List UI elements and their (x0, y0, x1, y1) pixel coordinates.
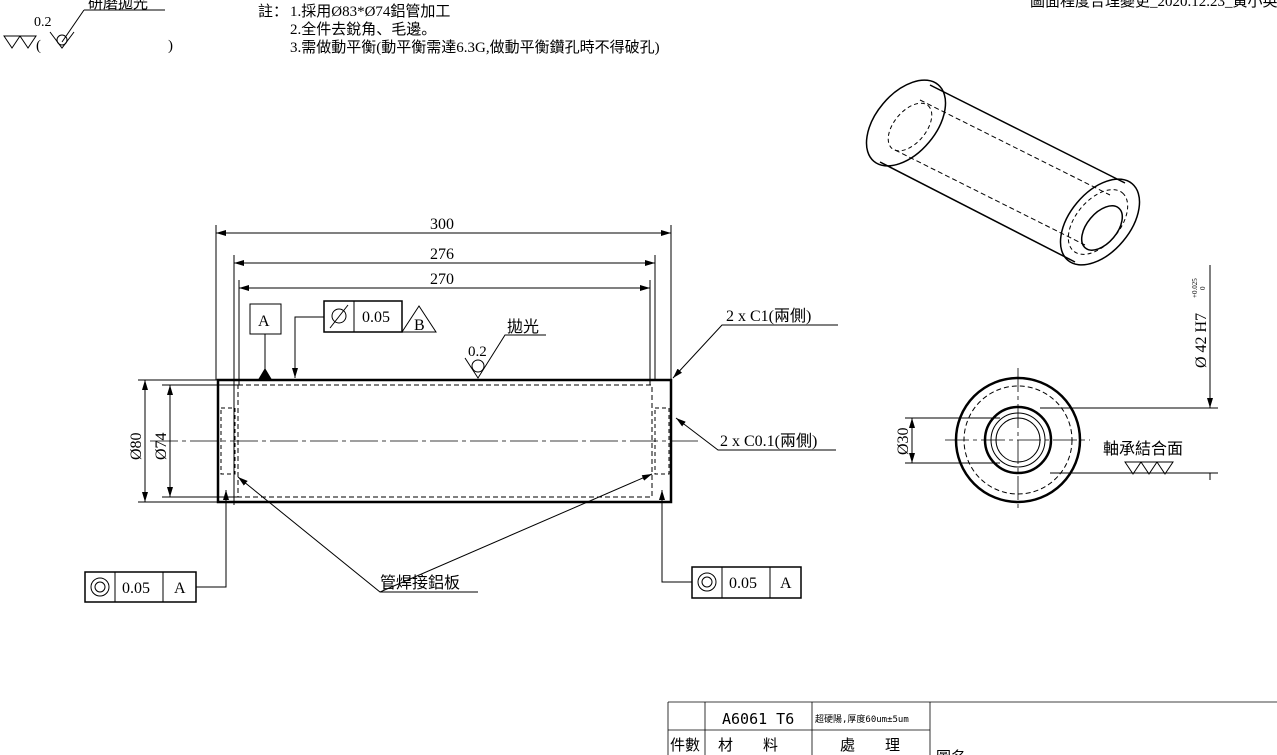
surface-value: 0.2 (34, 15, 52, 30)
svg-text:材 料: 材 料 (718, 736, 778, 754)
surface-finish-legend: 研磨拋光 0.2 ( ) (3, 0, 173, 54)
note-2: 2.全件去銳角、毛邊。 (290, 20, 436, 38)
dim-bore-30: Ø30 (895, 427, 912, 455)
chamfer-inner-label: 2 x C0.1(兩側) (720, 432, 817, 450)
treatment-value: 超硬陽,厚度60um±5um (815, 713, 909, 725)
svg-text:0: 0 (1199, 286, 1207, 290)
runout-frame (292, 300, 437, 378)
svg-text:圖名: 圖名 (936, 748, 966, 755)
note-1: 1.採用Ø83*Ø74鋁管加工 (290, 3, 450, 20)
svg-text:+0.025: +0.025 (1191, 278, 1199, 298)
svg-text:處 理: 處 理 (840, 736, 900, 754)
chamfer-leaders (672, 324, 838, 451)
dim-300: 300 (430, 216, 454, 233)
front-dimensions: 300 276 270 Ø80 Ø74 (128, 216, 454, 460)
concentricity-frame-left (84, 490, 229, 603)
revision-note: 圖面程度合理變更_2020.12.23_黃小英 (1030, 0, 1277, 10)
runout-datum: B (414, 317, 425, 334)
runout-value: 0.05 (362, 309, 390, 326)
svg-text:(: ( (36, 38, 41, 54)
surface-label: 研磨拋光 (88, 0, 148, 12)
polish-value: 0.2 (468, 344, 487, 360)
svg-text:A: A (174, 580, 186, 597)
svg-text:Ø 42 H7: Ø 42 H7 (1193, 313, 1210, 368)
dim-dia-74: Ø74 (153, 432, 170, 460)
svg-text:A: A (780, 575, 792, 592)
chamfer-outer-label: 2 x C1(兩側) (726, 307, 811, 325)
note-3: 3.需做動平衡(動平衡需達6.3G,做動平衡鑽孔時不得破孔) (290, 39, 660, 56)
front-view (138, 225, 700, 505)
weld-note: 管焊接鋁板 (380, 574, 460, 592)
svg-text:件數: 件數 (670, 736, 700, 754)
svg-text:): ) (168, 38, 173, 54)
end-view (905, 265, 1218, 512)
isometric-view (865, 79, 1141, 266)
dim-276: 276 (430, 246, 454, 263)
bearing-label: 軸承結合面 (1103, 440, 1183, 458)
datum-a-label: A (258, 313, 270, 330)
title-block (667, 701, 1277, 755)
dim-dia-80: Ø80 (128, 432, 145, 460)
bearing-dimension: Ø 42 H7 +0.025 0 (1191, 278, 1210, 368)
weld-leaders (237, 473, 653, 593)
datum-a (249, 303, 282, 380)
svg-text:0.05: 0.05 (729, 575, 757, 592)
polish-symbol (464, 334, 546, 379)
polish-label: 拋光 (507, 318, 539, 336)
dim-270: 270 (430, 271, 454, 288)
svg-text:註：: 註： (258, 3, 288, 20)
concentricity-frame-right (659, 490, 802, 599)
notes: 註： 1.採用Ø83*Ø74鋁管加工 2.全件去銳角、毛邊。 3.需做動平衡(動… (258, 3, 660, 56)
material-value: A6061 T6 (722, 710, 794, 728)
svg-text:圖面程度合理變更_2020.12.23_黃小英: 圖面程度合理變更_2020.12.23_黃小英 (1030, 0, 1277, 10)
svg-text:0.05: 0.05 (122, 580, 150, 597)
